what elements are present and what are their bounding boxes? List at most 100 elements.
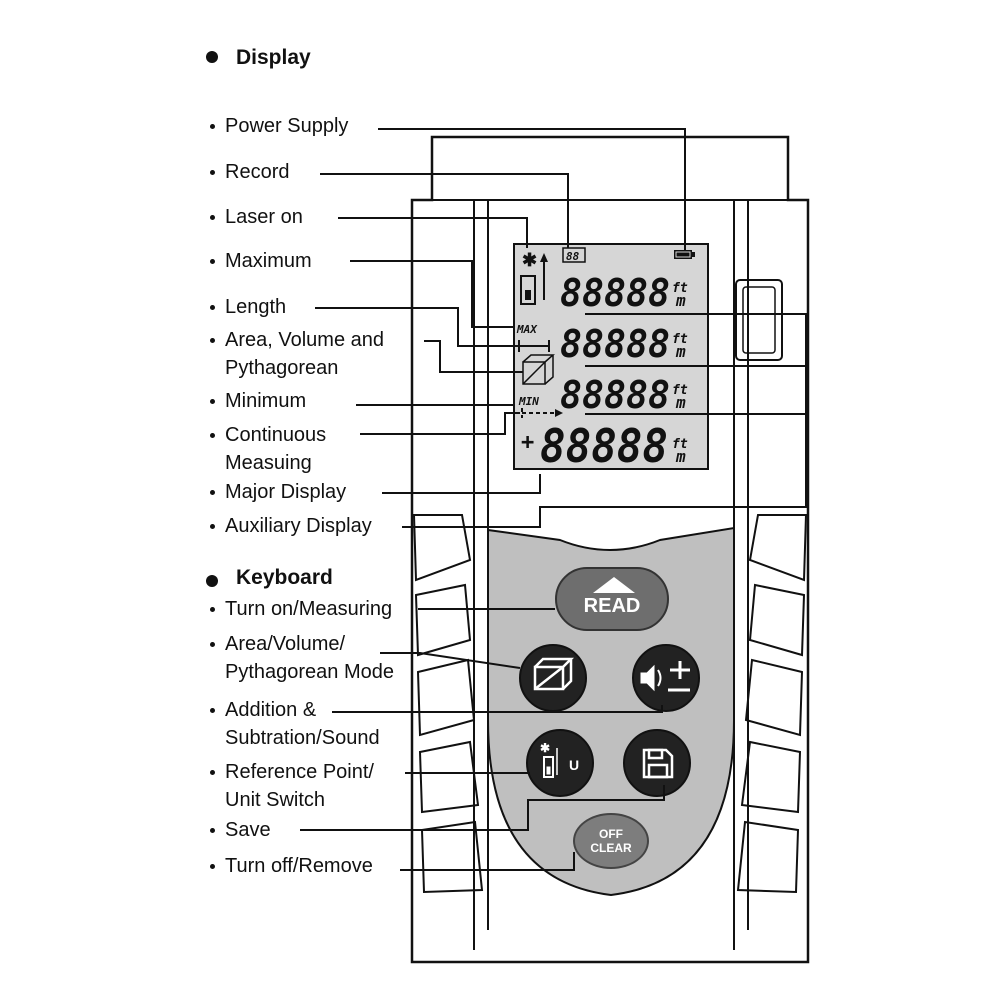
keyboard-label-1-line-1: Pythagorean Mode: [225, 661, 395, 683]
reference-unit-icon: ✱: [540, 741, 558, 778]
keyboard-label-2: Addition & Subtration/Sound: [210, 696, 380, 752]
leader-record: [320, 173, 569, 248]
display-label-5-line-1: Pythagorean: [225, 357, 339, 379]
leader-length: [315, 307, 519, 347]
display-label-6-text: Minimum: [225, 390, 307, 412]
bullet-dot-icon: [210, 215, 215, 221]
keyboard-label-2-text: Addition &: [225, 699, 317, 721]
lcd-unit-m-0: m: [675, 291, 686, 310]
record-digits: 88: [566, 250, 580, 263]
display-label-5-text: Area, Volume and: [225, 329, 384, 351]
lcd-unit-m-1: m: [675, 342, 686, 361]
lcd-unit-ft-2: ft: [672, 383, 688, 398]
leader-sound: [332, 705, 663, 713]
keyboard-heading-bullet: [206, 575, 218, 587]
bullet-dot-icon: [210, 124, 215, 130]
leader-save: [300, 785, 665, 831]
display-label-4-text: Length: [225, 296, 287, 318]
display-label-3-text: Maximum: [225, 250, 312, 272]
reference-unit-button[interactable]: [526, 729, 594, 797]
off-clear-button[interactable]: OFF CLEAR: [573, 813, 649, 869]
display-label-2: Laser on: [210, 203, 303, 231]
keyboard-heading: Keyboard: [236, 566, 333, 589]
display-label-7-text: Continuous: [225, 424, 327, 446]
display-label-6: Minimum: [210, 387, 306, 415]
record-box: [562, 247, 586, 263]
bullet-dot-icon: [210, 490, 215, 496]
read-button-label: READ: [583, 595, 641, 617]
leader-lines: [300, 128, 807, 871]
keyboard-label-4-text: Save: [225, 819, 271, 841]
bullet-dot-icon: [210, 524, 215, 530]
sound-plus-minus-button[interactable]: [632, 644, 700, 712]
display-label-9: Auxiliary Display: [210, 512, 372, 540]
keyboard-label-2-line-1: Subtration/Sound: [225, 727, 380, 749]
display-label-9-text: Auxiliary Display: [225, 515, 372, 537]
min-indicator: MIN: [518, 395, 539, 408]
unit-letter: U: [569, 757, 579, 773]
bullet-dot-icon: [210, 828, 215, 834]
read-button[interactable]: READ: [555, 567, 669, 631]
display-heading-bullet: [206, 51, 218, 63]
area-volume-icon: [533, 657, 575, 691]
lcd-unit-ft-3: ft: [672, 437, 688, 452]
lcd-digits-row-1: 88888: [560, 322, 670, 366]
lcd-unit-m-2: m: [675, 393, 686, 412]
floppy-disk-icon: [642, 748, 674, 779]
lcd-unit-m-3: m: [675, 447, 686, 466]
keyboard-label-0: Turn on/Measuring: [210, 595, 392, 623]
keyboard-label-1-text: Area/Volume/: [225, 633, 346, 655]
keyboard-label-0-text: Turn on/Measuring: [225, 598, 393, 620]
bullet-dot-icon: [210, 864, 215, 870]
bullet-dot-icon: [210, 305, 215, 311]
keyboard-label-4: Save: [210, 816, 271, 844]
bullet-dot-icon: [210, 170, 215, 176]
leader-turn-off: [400, 852, 575, 871]
leader-major-display: [382, 474, 541, 494]
display-label-8-text: Major Display: [225, 481, 347, 503]
laser-star-icon: ✱: [522, 250, 537, 270]
area-volume-button[interactable]: [519, 644, 587, 712]
battery-icon: [674, 250, 692, 259]
leader-area-volume: [424, 340, 523, 373]
speaker-plus-minus-icon: [640, 661, 690, 692]
display-heading: Display: [236, 46, 311, 69]
svg-text:✱: ✱: [540, 741, 550, 755]
clear-label: CLEAR: [590, 841, 632, 855]
leader-area-mode: [380, 652, 521, 669]
up-triangle-icon: [593, 577, 635, 593]
keyboard-label-5: Turn off/Remove: [210, 852, 373, 880]
leader-laser-on: [338, 217, 528, 248]
lcd-digits-row-3: 88888: [540, 419, 668, 473]
bullet-dot-icon: [210, 259, 215, 265]
volume-cube-icon: [522, 354, 555, 385]
lcd-screen: [513, 243, 709, 470]
display-label-7-line-1: Measuing: [225, 452, 312, 474]
keyboard-label-3-line-1: Unit Switch: [225, 789, 326, 811]
display-label-8: Major Display: [210, 478, 346, 506]
lcd-unit-ft-0: ft: [672, 281, 688, 296]
display-label-2-text: Laser on: [225, 206, 303, 228]
keyboard-label-1: Area/Volume/Pythagorean Mode: [210, 630, 394, 686]
display-label-1: Record: [210, 158, 289, 186]
side-slot-inner: [742, 286, 776, 354]
max-indicator: MAX: [516, 323, 538, 336]
leader-maximum: [350, 260, 514, 328]
bullet-dot-icon: [210, 642, 215, 648]
bullet-dot-icon: [210, 607, 215, 613]
lcd-digits-row-2: 88888: [560, 373, 670, 417]
bullet-dot-icon: [210, 399, 215, 405]
lcd-unit-ft-1: ft: [672, 332, 688, 347]
keyboard-label-5-text: Turn off/Remove: [225, 855, 373, 877]
right-grip: [736, 514, 808, 894]
bullet-dot-icon: [210, 338, 215, 344]
leader-power-supply: [378, 128, 686, 250]
leader-auxiliary-display: [402, 313, 807, 528]
save-button[interactable]: [623, 729, 691, 797]
leader-continuous: [360, 412, 520, 435]
display-label-4: Length: [210, 293, 286, 321]
continuous-arrow-icon: [521, 408, 555, 418]
